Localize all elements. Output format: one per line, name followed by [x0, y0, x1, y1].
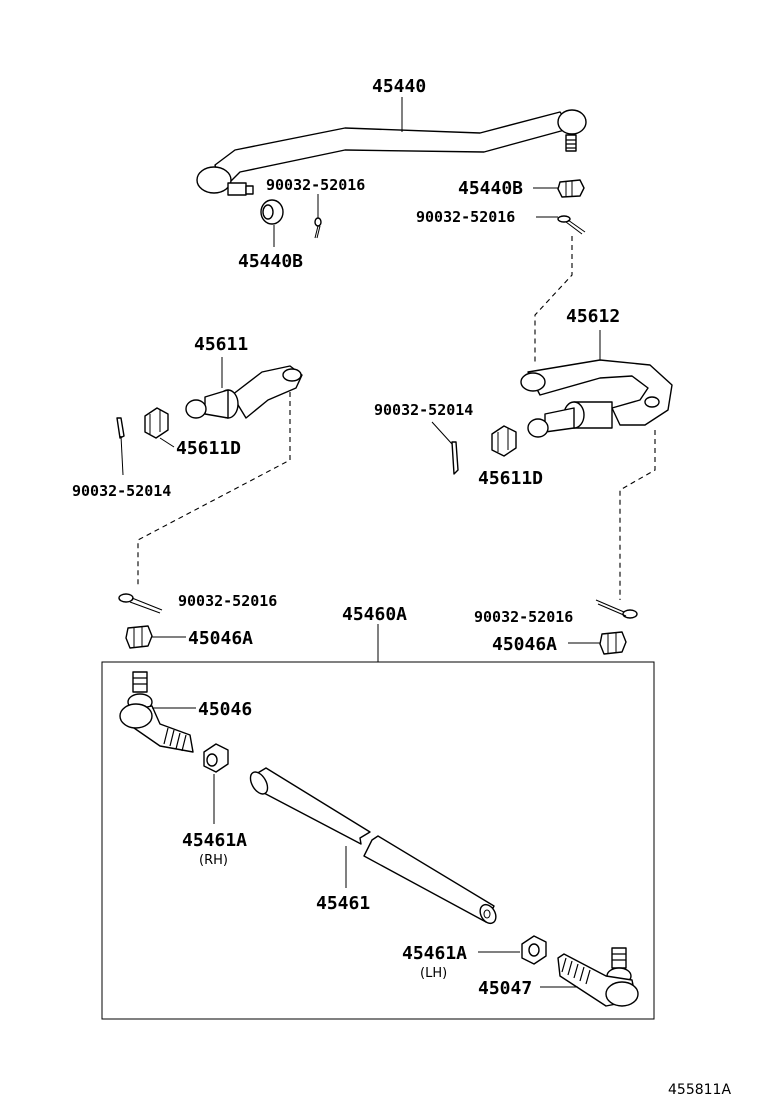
tie-rod-end-45047[interactable] — [557, 947, 639, 1007]
bushing-45440B-right[interactable] — [557, 179, 585, 198]
castle-nut-45611D-right[interactable] — [491, 425, 517, 457]
nut-45461A-lh[interactable] — [521, 935, 547, 965]
label-45611: 45611 — [194, 334, 248, 355]
label-45611D-right: 45611D — [478, 468, 543, 489]
note-rh: (RH) — [199, 853, 228, 868]
label-45461A-lh: 45461A — [402, 943, 467, 964]
label-45461A-rh: 45461A — [182, 830, 247, 851]
note-lh: (LH) — [420, 966, 447, 981]
label-45046A-right: 45046A — [492, 634, 557, 655]
label-45440B-left: 45440B — [238, 251, 303, 272]
dashed-assembly-line-left — [137, 392, 291, 588]
castle-nut-45046A-right[interactable] — [599, 631, 627, 655]
tie-rod-tube-45461[interactable] — [247, 767, 499, 926]
label-45612: 45612 — [566, 306, 620, 327]
label-90032-52014-right: 90032-52014 — [374, 401, 473, 419]
cotter-pin-left[interactable] — [116, 417, 125, 476]
bushing-45440B-left[interactable] — [260, 199, 284, 225]
cotter-pin-right[interactable] — [451, 441, 459, 475]
tie-rod-assembly-box — [101, 661, 655, 1020]
label-90032-52016-top-left: 90032-52016 — [266, 176, 365, 194]
cotter-pin-mid-right[interactable] — [595, 599, 638, 619]
tie-rod-end-45046[interactable] — [119, 671, 194, 753]
label-90032-52014-left: 90032-52014 — [72, 482, 171, 500]
label-90032-52016-mid-left: 90032-52016 — [178, 592, 277, 610]
label-45046A-left: 45046A — [188, 628, 253, 649]
label-45046: 45046 — [198, 699, 252, 720]
label-45047: 45047 — [478, 978, 532, 999]
drag-link-45440[interactable] — [196, 109, 587, 196]
idler-arm-45612[interactable] — [520, 330, 673, 438]
nut-45461A-rh[interactable] — [203, 743, 229, 773]
label-45440: 45440 — [372, 76, 426, 97]
cotter-pin-top-left[interactable] — [314, 217, 322, 239]
dashed-assembly-line-right-bottom — [619, 430, 656, 600]
castle-nut-45611D-left[interactable] — [144, 407, 169, 439]
label-45461: 45461 — [316, 893, 370, 914]
label-90032-52016-top-right: 90032-52016 — [416, 208, 515, 226]
leader-cotter-right — [431, 421, 453, 445]
cotter-pin-top-right[interactable] — [557, 215, 586, 235]
dashed-assembly-line-right-top — [534, 236, 573, 365]
diagram-reference-code: 455811A — [668, 1082, 731, 1098]
label-45440B-right: 45440B — [458, 178, 523, 199]
label-90032-52016-mid-right: 90032-52016 — [474, 608, 573, 626]
label-45611D-left: 45611D — [176, 438, 241, 459]
cotter-pin-mid-left[interactable] — [118, 593, 163, 614]
pitman-arm-45611[interactable] — [185, 357, 303, 419]
label-45460A: 45460A — [342, 604, 407, 625]
leader-45611D-left — [159, 437, 175, 448]
castle-nut-45046A-left[interactable] — [125, 625, 153, 649]
